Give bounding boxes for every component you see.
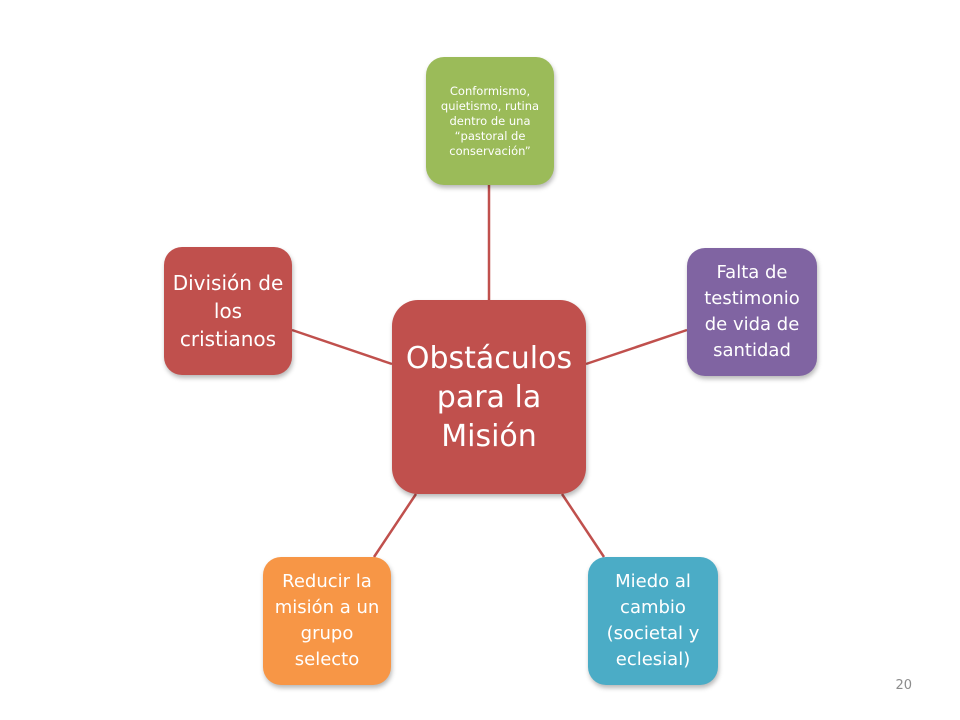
connector-right [585, 328, 688, 366]
node-division-label: División de los cristianos [172, 271, 284, 351]
node-reduce-mission: Reducir la misión a un grupo selecto [263, 557, 391, 685]
page-number: 20 [895, 678, 912, 693]
node-fear-of-change: Miedo al cambio (societal y eclesial) [588, 557, 718, 685]
center-node-obstacles: Obstáculos para la Misión [392, 300, 586, 494]
node-reduce-mission-label: Reducir la misión a un grupo selecto [274, 571, 380, 670]
node-lack-of-testimony: Falta de testimonio de vida de santidad [687, 248, 817, 376]
node-lack-of-testimony-label: Falta de testimonio de vida de santidad [704, 262, 800, 361]
node-division-of-christians: División de los cristianos [164, 247, 292, 375]
node-fear-of-change-label: Miedo al cambio (societal y eclesial) [606, 571, 700, 670]
connector-bottom-left [372, 493, 418, 558]
center-node-label: Obstáculos para la Misión [405, 340, 573, 454]
connector-bottom-right [560, 493, 606, 558]
node-conformism: Conformismo, quietismo, rutina dentro de… [426, 57, 554, 185]
connector-left [291, 328, 393, 366]
node-conformism-label: Conformismo, quietismo, rutina dentro de… [440, 83, 540, 158]
